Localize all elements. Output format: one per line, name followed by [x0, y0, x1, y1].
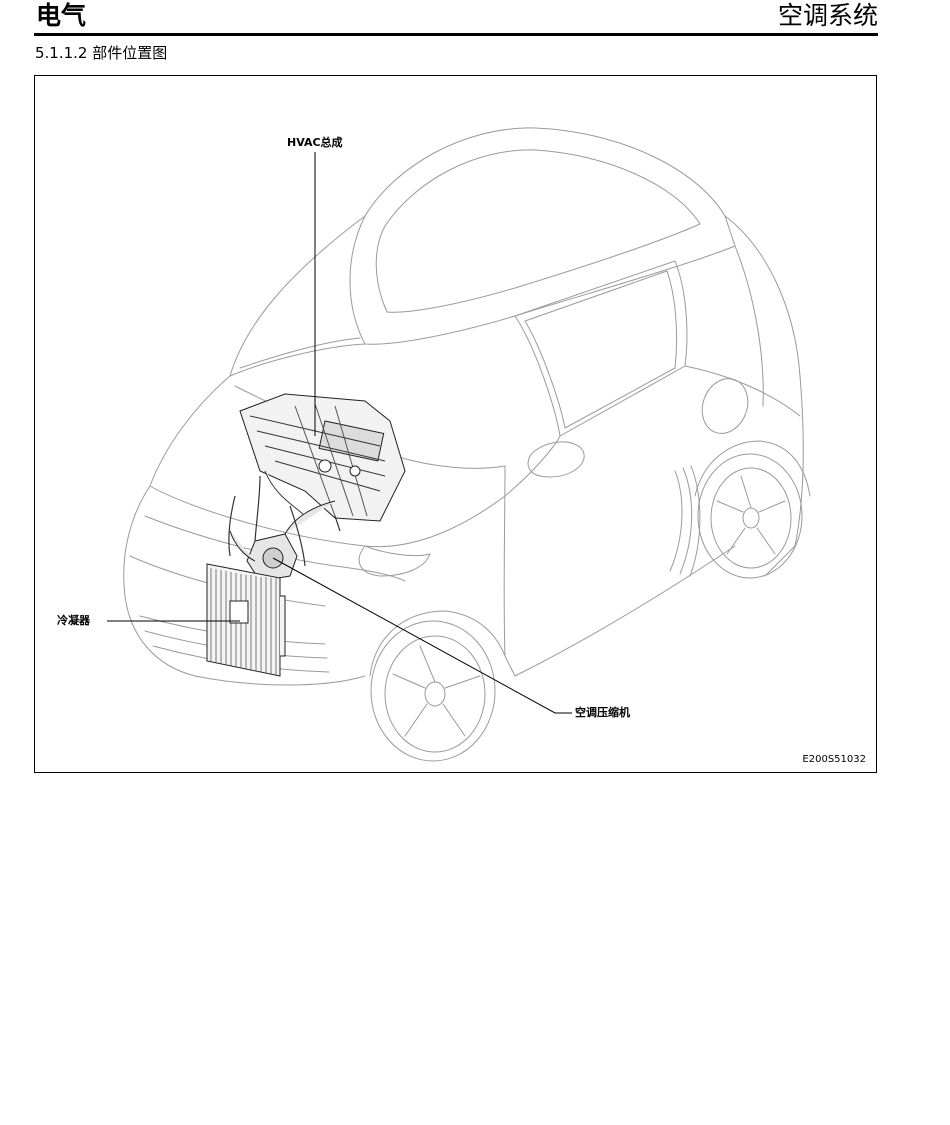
car-windshield: [229, 215, 366, 377]
header-category: 电气: [36, 1, 87, 30]
car-front-fascia: [123, 485, 366, 686]
car-side-vent: [669, 465, 701, 577]
header-chapter: 空调系统: [777, 1, 878, 30]
figure-id: E200S51032: [802, 754, 866, 765]
callout-compressor: 空调压缩机: [575, 706, 630, 719]
compressor: [229, 500, 336, 582]
car-illustration: [107, 127, 811, 762]
callout-leaders: [107, 152, 572, 714]
car-roof-inner: [375, 149, 701, 313]
car-side-window: [514, 260, 688, 437]
hvac-assembly: [239, 393, 406, 522]
car-front-wheel: [369, 610, 506, 762]
car-headlamp: [358, 545, 431, 577]
car-hood: [149, 375, 561, 548]
compressor-leader: [272, 557, 572, 714]
callout-condenser: 冷凝器: [57, 614, 90, 627]
header-divider: [34, 33, 878, 36]
car-side-mirror: [527, 441, 585, 478]
condenser: [206, 563, 286, 677]
car-rear-wheel: [694, 440, 811, 579]
refrigerant-lines: [228, 475, 341, 567]
section-title: 5.1.1.2 部件位置图: [35, 44, 168, 62]
callout-hvac-assembly: HVAC总成: [287, 136, 343, 149]
car-door-line: [503, 465, 736, 677]
component-location-figure: HVAC总成 冷凝器 空调压缩机 E200S51032: [34, 75, 877, 773]
car-rear-body: [724, 215, 804, 577]
